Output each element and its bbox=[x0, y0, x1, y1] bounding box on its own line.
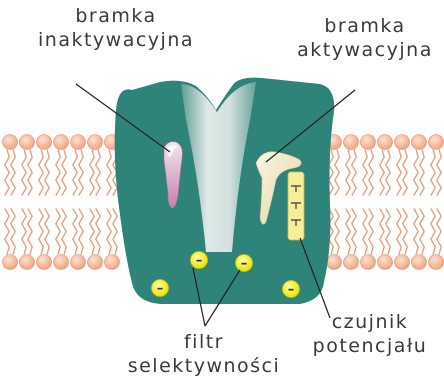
lipid-head bbox=[54, 255, 69, 270]
lipid-tail bbox=[28, 150, 32, 196]
lipid-tail bbox=[62, 150, 66, 196]
label-activation-gate-line2: aktywacyjna bbox=[286, 38, 444, 62]
lipid-tail bbox=[397, 150, 401, 196]
lipid-tail bbox=[363, 150, 367, 196]
lipid-tail bbox=[90, 150, 94, 196]
lipid-head bbox=[20, 135, 35, 150]
lipid-head bbox=[344, 135, 359, 150]
ion-charge-label: – bbox=[157, 282, 164, 297]
lipid-head bbox=[378, 135, 393, 150]
lipid-tail bbox=[363, 209, 367, 255]
lipid-head bbox=[88, 135, 103, 150]
lipid-head bbox=[395, 135, 410, 150]
lipid-head bbox=[412, 135, 427, 150]
lipid-tail bbox=[369, 209, 373, 255]
label-selectivity-filter-line1: filtr bbox=[124, 330, 284, 354]
lipid-head bbox=[361, 255, 376, 270]
lipid-tail bbox=[335, 209, 339, 255]
lipid-tail bbox=[11, 209, 15, 255]
lipid-tail bbox=[62, 209, 66, 255]
lipid-tail bbox=[380, 150, 384, 196]
lipid-tail bbox=[386, 150, 390, 196]
lipid-tail bbox=[45, 209, 49, 255]
lipid-tail bbox=[431, 209, 435, 255]
lipid-tail bbox=[397, 209, 401, 255]
ion-charge-label: – bbox=[196, 254, 203, 269]
lipid-tail bbox=[39, 209, 43, 255]
lipid-head bbox=[412, 255, 427, 270]
lipid-tail bbox=[420, 209, 424, 255]
lipid-tail bbox=[352, 209, 356, 255]
lipid-tail bbox=[22, 209, 26, 255]
label-selectivity-filter-line2: selektywności bbox=[124, 354, 284, 378]
lipid-tail bbox=[420, 150, 424, 196]
lipid-tail bbox=[56, 209, 60, 255]
lipid-tail bbox=[107, 150, 111, 196]
label-voltage-sensor-line1: czujnik bbox=[296, 310, 444, 334]
lipid-tail bbox=[414, 150, 418, 196]
lipid-tail bbox=[107, 209, 111, 255]
lipid-tail bbox=[352, 150, 356, 196]
lipid-tail bbox=[437, 150, 441, 196]
lipid-tail bbox=[96, 150, 100, 196]
lipid-tail bbox=[5, 150, 9, 196]
lipid-tail bbox=[45, 150, 49, 196]
label-activation-gate-line1: bramka bbox=[286, 14, 444, 38]
lipid-head bbox=[54, 135, 69, 150]
lipid-tail bbox=[346, 209, 350, 255]
lipid-tail bbox=[11, 150, 15, 196]
label-inactivation-gate: bramka inaktywacyjna bbox=[27, 4, 205, 52]
label-voltage-sensor-line2: potencjału bbox=[296, 334, 444, 358]
lipid-head bbox=[3, 255, 18, 270]
lipid-head bbox=[395, 255, 410, 270]
lipid-tail bbox=[28, 209, 32, 255]
lipid-tail bbox=[346, 150, 350, 196]
lipid-tail bbox=[403, 150, 407, 196]
lipid-head bbox=[20, 255, 35, 270]
lipid-tail bbox=[96, 209, 100, 255]
lipid-head bbox=[361, 135, 376, 150]
lipid-tail bbox=[73, 209, 77, 255]
ion-charge-label: – bbox=[241, 257, 248, 272]
lipid-head bbox=[344, 255, 359, 270]
lipid-tail bbox=[5, 209, 9, 255]
lipid-tail bbox=[403, 209, 407, 255]
lipid-head bbox=[88, 255, 103, 270]
lipid-tail bbox=[386, 209, 390, 255]
lipid-tail bbox=[79, 209, 83, 255]
lipid-head bbox=[37, 255, 52, 270]
lipid-tail bbox=[90, 209, 94, 255]
lipid-tail bbox=[437, 209, 441, 255]
lipid-head bbox=[429, 255, 444, 270]
lipid-head bbox=[327, 255, 342, 270]
lipid-head bbox=[37, 135, 52, 150]
lipid-tail bbox=[113, 209, 117, 255]
lipid-tail bbox=[39, 150, 43, 196]
lipid-tail bbox=[431, 150, 435, 196]
lipid-tail bbox=[56, 150, 60, 196]
lipid-head bbox=[429, 135, 444, 150]
lipid-tail bbox=[335, 150, 339, 196]
label-selectivity-filter: filtr selektywności bbox=[124, 330, 284, 378]
lipid-tail bbox=[79, 150, 83, 196]
lipid-tail bbox=[380, 209, 384, 255]
lipid-tail bbox=[414, 209, 418, 255]
lipid-head bbox=[105, 255, 120, 270]
lipid-head bbox=[71, 135, 86, 150]
label-inactivation-gate-line1: bramka bbox=[27, 4, 205, 28]
ion-charge-label: – bbox=[288, 283, 295, 298]
label-inactivation-gate-line2: inaktywacyjna bbox=[27, 28, 205, 52]
lipid-head bbox=[3, 135, 18, 150]
lipid-tail bbox=[369, 150, 373, 196]
lipid-head bbox=[71, 255, 86, 270]
lipid-tail bbox=[22, 150, 26, 196]
label-activation-gate: bramka aktywacyjna bbox=[286, 14, 444, 62]
label-voltage-sensor: czujnik potencjału bbox=[296, 310, 444, 358]
lipid-head bbox=[378, 255, 393, 270]
lipid-tail bbox=[73, 150, 77, 196]
